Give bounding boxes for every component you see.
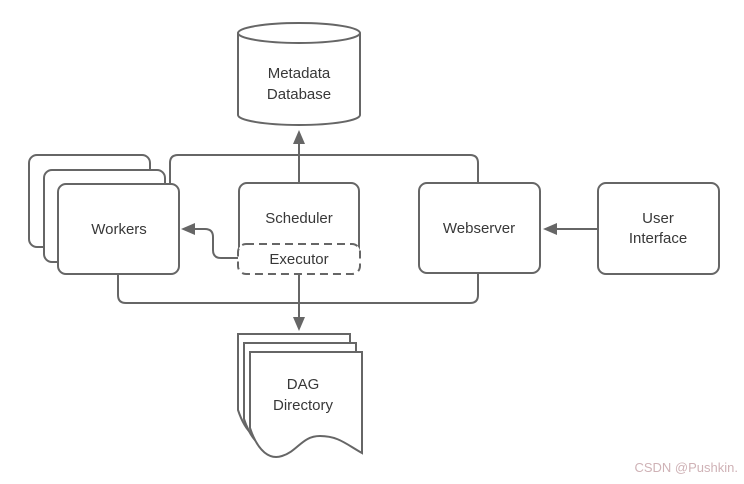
executor-label: Executor bbox=[269, 251, 328, 268]
arrowhead-left-icon bbox=[181, 223, 195, 235]
webserver-box bbox=[418, 182, 541, 274]
scheduler-label: Scheduler bbox=[265, 210, 333, 227]
executor-dashed-box bbox=[237, 243, 361, 275]
arrowhead-down-icon bbox=[293, 317, 305, 331]
metadata-database-label-line2: Database bbox=[267, 86, 331, 103]
node-dag-directory: DAG Directory bbox=[237, 333, 363, 458]
workers-stack-front bbox=[57, 183, 180, 275]
csdn-watermark: CSDN @Pushkin. bbox=[634, 460, 738, 475]
dag-directory-label-line1: DAG bbox=[287, 376, 320, 393]
executor-to-workers-line bbox=[195, 228, 238, 259]
database-cylinder-rim bbox=[237, 32, 361, 44]
edge-user-interface-to-webserver bbox=[543, 223, 598, 235]
arrowhead-up-icon bbox=[293, 130, 305, 144]
metadata-database-label-line1: Metadata bbox=[268, 65, 331, 82]
dag-directory-label-line2: Directory bbox=[273, 397, 334, 414]
user-interface-label-line2: Interface bbox=[629, 230, 687, 247]
edge-executor-to-workers bbox=[181, 223, 238, 259]
edge-top-bus-workers-webserver-to-database bbox=[169, 154, 479, 184]
node-user-interface: User Interface bbox=[597, 182, 720, 275]
user-interface-box bbox=[597, 182, 720, 275]
node-workers: Workers bbox=[28, 154, 180, 275]
database-cylinder-body bbox=[237, 22, 361, 126]
user-interface-label-line1: User bbox=[642, 210, 674, 227]
node-executor: Executor bbox=[237, 243, 361, 275]
webserver-label: Webserver bbox=[443, 220, 515, 237]
edge-scheduler-to-metadata-database bbox=[293, 130, 305, 183]
node-metadata-database: Metadata Database bbox=[237, 22, 361, 126]
edge-executor-to-dag-directory bbox=[293, 274, 305, 331]
workers-label: Workers bbox=[91, 221, 147, 238]
node-webserver: Webserver bbox=[418, 182, 541, 274]
top-bus-line bbox=[169, 154, 479, 184]
dag-stack-front bbox=[249, 351, 363, 458]
arrowhead-left-icon bbox=[543, 223, 557, 235]
